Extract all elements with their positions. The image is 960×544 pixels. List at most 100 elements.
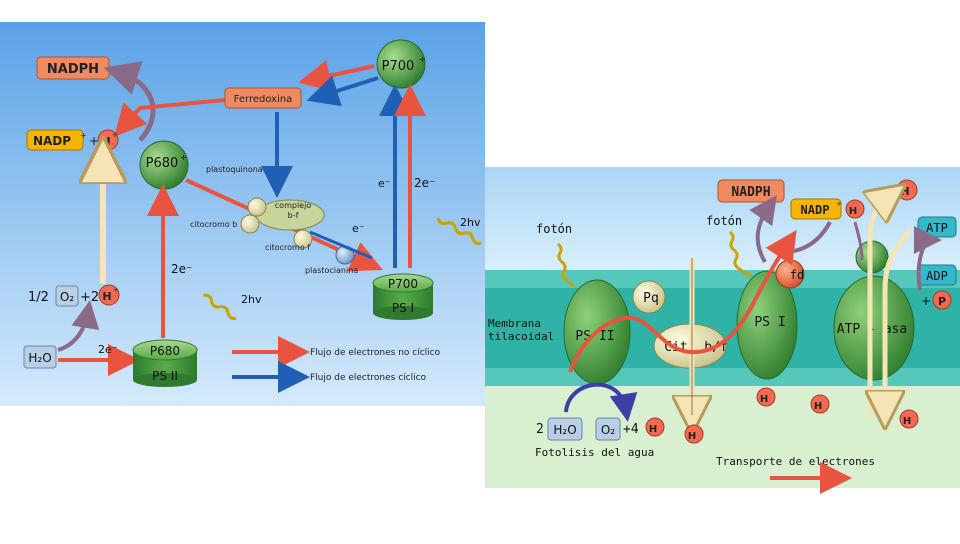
half-prefix: 1/2 xyxy=(28,290,49,305)
two-e-bottom-label: 2e⁻ xyxy=(98,343,118,356)
two-hv-left-label: 2hv xyxy=(241,293,262,306)
h2o-to-o2-arrow xyxy=(57,300,100,352)
legend-cyclic-label: Flujo de electrones cíclico xyxy=(310,373,427,383)
photon-wave-right xyxy=(436,217,482,245)
h-label-lumen-1: H xyxy=(760,394,768,405)
h-label-lumen-4: H xyxy=(688,431,696,442)
ps2-right-label: PS II xyxy=(575,329,614,344)
h-label-water: H xyxy=(649,424,657,435)
plastoquinona-label: plastoquinona xyxy=(206,165,263,174)
e-minus-label-2: e⁻ xyxy=(352,222,365,235)
h-badge-left-bottom xyxy=(98,284,120,306)
atp-synthase-body xyxy=(833,275,915,381)
h-label-lumen-2: H xyxy=(814,401,822,412)
h-plus-left-top: + xyxy=(112,131,118,139)
h-badge-lumen-3 xyxy=(899,409,919,429)
atp-synthase-h-flow xyxy=(870,196,890,420)
atp-label: ATP xyxy=(926,221,948,235)
ps1-label: PS I xyxy=(392,301,414,315)
membrana-label-2: tilacoidal xyxy=(488,330,554,343)
h2o-box-left xyxy=(23,345,57,369)
two-hv-right-label: 2hv xyxy=(460,216,481,229)
ferredoxina-to-nadp-arrow xyxy=(113,98,226,137)
nadp-label: NADP xyxy=(33,134,71,148)
p680-bottom-label: P680 xyxy=(150,344,180,358)
foton-left-label: fotón xyxy=(536,222,572,236)
h-badge-water xyxy=(645,417,665,437)
p700-cyclic-arrow xyxy=(306,75,379,107)
fd-to-nadph-arrow xyxy=(749,195,777,264)
ps1-cylinder-bottom xyxy=(373,306,433,320)
o2-left-label: O₂ xyxy=(60,290,74,304)
h-label-left-top: H xyxy=(101,135,110,148)
p-badge xyxy=(932,290,952,310)
citocromo-f-ball xyxy=(293,229,313,249)
adp-label: ADP xyxy=(926,269,948,283)
transporte-label: Transporte de electrones xyxy=(716,455,875,468)
water-coef-label: 2 xyxy=(536,422,544,437)
water-splitting-arrow xyxy=(564,382,638,422)
adp-to-atp-arrow xyxy=(913,226,942,291)
left-panel: NADPH P700 + Ferredoxina NADP + + H + P6… xyxy=(0,22,485,406)
citocromo-b-label: citocromo b xyxy=(190,220,237,229)
nadp-box-right xyxy=(790,198,842,220)
e-minus-label-1: e⁻ xyxy=(378,177,391,190)
o2-right-label: O₂ xyxy=(601,423,615,437)
plus2-label: +2 xyxy=(80,290,99,305)
h2o-right-label: H₂O xyxy=(553,423,576,437)
p680-mid-plus: + xyxy=(180,153,187,162)
plastocianina-label: plastocianina xyxy=(305,266,358,275)
citocromo-b-ball xyxy=(240,214,260,234)
ferredoxina-box xyxy=(224,87,302,109)
electron-path xyxy=(568,230,797,373)
plus-p-label: + xyxy=(921,294,931,308)
complex-to-p700-cyclic-line xyxy=(309,230,373,260)
h-label-nadp-right: H xyxy=(849,206,857,217)
nadp-plus-sup: + xyxy=(80,131,87,140)
p700-top-label: P700 xyxy=(382,59,415,74)
two-e-left-label: 2e⁻ xyxy=(171,262,192,276)
citocromo-f-label: citocromo f xyxy=(265,243,310,252)
nadp-h-small-arrow xyxy=(853,221,864,261)
photon-wave-ps2 xyxy=(557,242,575,288)
photon-wave-left xyxy=(203,293,237,320)
ps2-cylinder-bottom xyxy=(133,373,197,387)
pq-label: Pq xyxy=(643,291,659,306)
h2o-box-right xyxy=(547,417,583,441)
complejo-label: complejo xyxy=(275,201,312,210)
p680-mid-label: P680 xyxy=(146,156,179,171)
ferredoxina-label: Ferredoxina xyxy=(234,94,293,105)
h2o-left-label: H₂O xyxy=(28,351,51,365)
p700-top-plus: + xyxy=(419,55,426,64)
plus4-label: +4 xyxy=(623,422,639,437)
p-label: P xyxy=(938,295,946,308)
foton-right-label: fotón xyxy=(706,214,742,228)
nadph-label: NADPH xyxy=(47,62,99,77)
fd-label: fd xyxy=(790,268,804,282)
h-label-lumen-3: H xyxy=(903,416,911,427)
nadp-right-label: NADP xyxy=(801,203,830,217)
bf-label: b-f xyxy=(288,211,299,220)
h-label-left-bottom: H xyxy=(102,290,111,303)
legend-noncyclic-label: Flujo de electrones no cíclico xyxy=(310,348,441,358)
pq-ball xyxy=(632,280,666,314)
h-label-top-right: H xyxy=(900,185,909,198)
two-e-right-label: 2e⁻ xyxy=(414,176,435,190)
h-badge-lumen-1 xyxy=(756,387,776,407)
ps2-label: PS II xyxy=(152,369,178,383)
membrana-label-1: Membrana xyxy=(488,317,541,330)
nadp-right-plus: + xyxy=(836,200,842,208)
fotolisis-label: Fotolisis del agua xyxy=(535,446,654,459)
h-badge-lumen-2 xyxy=(810,394,830,414)
ps2-cylinder-top xyxy=(132,339,198,361)
h-badge-lumen-4 xyxy=(684,424,704,444)
o2-box-right xyxy=(595,417,621,441)
h-plus-left-bottom: + xyxy=(113,286,119,294)
ps1-cylinder-top xyxy=(372,273,434,293)
photon-wave-ps1 xyxy=(729,230,753,278)
plastoquinona-ball xyxy=(247,197,267,217)
right-panel: NADPH NADP + H H ATP ADP + P fotón fotón… xyxy=(485,167,960,494)
ps1-blob xyxy=(736,270,798,380)
p700-bottom-label: P700 xyxy=(388,277,418,291)
